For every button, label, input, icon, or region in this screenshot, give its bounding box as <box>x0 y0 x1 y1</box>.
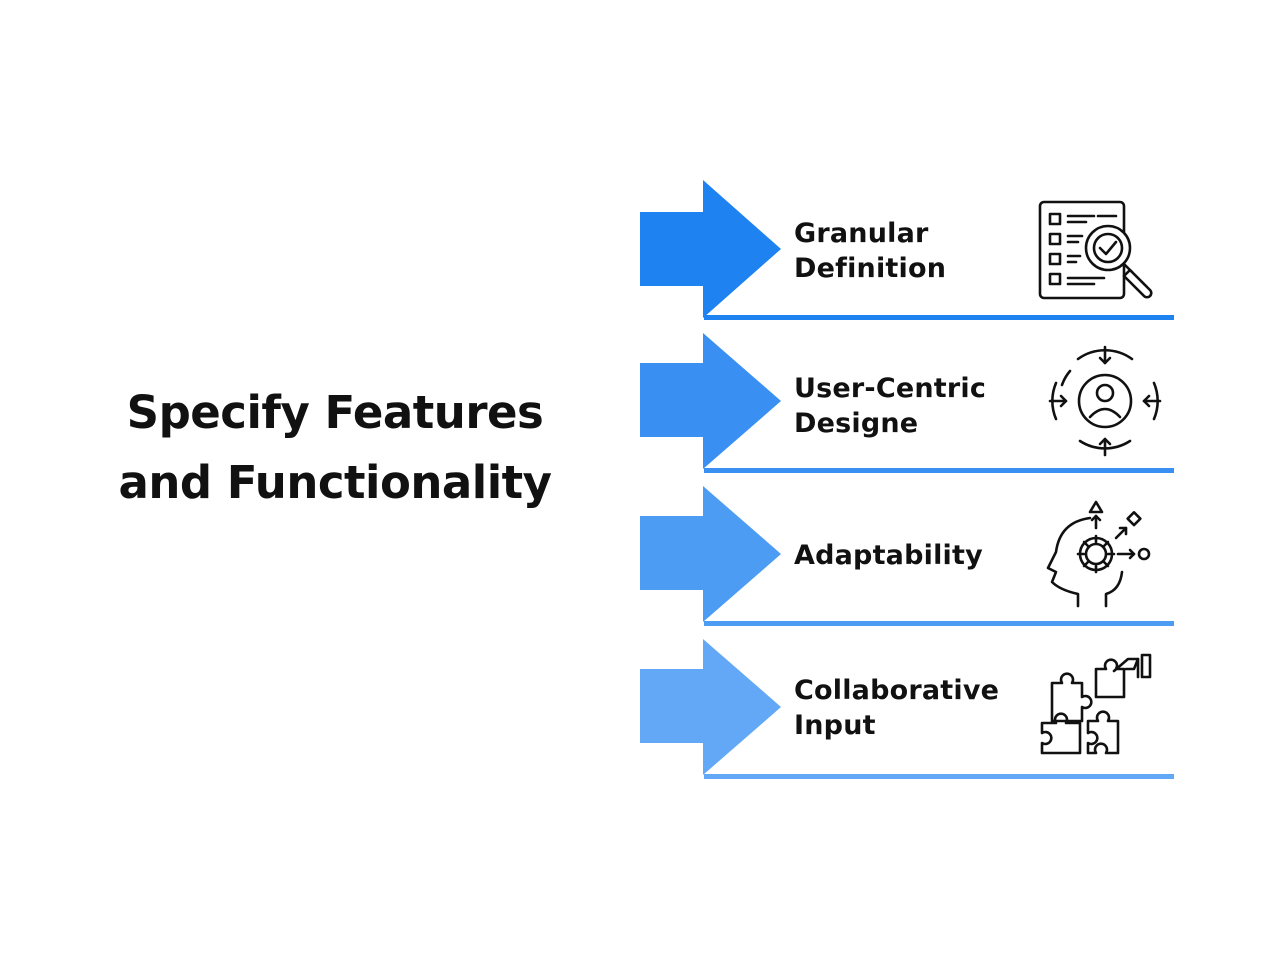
feature-row-collaborative-input: Collaborative Input <box>640 639 1180 781</box>
page-title: Specify Features and Functionality <box>90 378 580 518</box>
user-cycle-icon <box>1048 345 1162 457</box>
row-underline <box>704 315 1174 320</box>
title-line-1: Specify Features <box>126 386 544 439</box>
feature-label: Granular Definition <box>794 218 947 284</box>
head-gear-icon <box>1046 500 1151 608</box>
arrow-shape <box>640 333 781 469</box>
arrow-shape <box>640 486 781 622</box>
row-underline <box>704 468 1174 473</box>
arrow-shape <box>640 180 781 318</box>
checklist-magnifier-icon <box>1038 200 1153 300</box>
arrow-shape <box>640 639 781 775</box>
feature-label: Adaptability <box>794 540 983 571</box>
row-underline <box>704 774 1174 779</box>
feature-label: Collaborative Input <box>794 675 1000 741</box>
feature-label: User-Centric Designe <box>794 373 987 439</box>
row-underline <box>704 621 1174 626</box>
feature-row-granular-definition: Granular Definition <box>640 180 1180 322</box>
feature-row-user-centric-designe: User-Centric Designe <box>640 333 1180 475</box>
puzzle-hand-icon <box>1040 653 1152 755</box>
title-line-2: and Functionality <box>118 456 552 509</box>
feature-row-adaptability: Adaptability <box>640 486 1180 628</box>
